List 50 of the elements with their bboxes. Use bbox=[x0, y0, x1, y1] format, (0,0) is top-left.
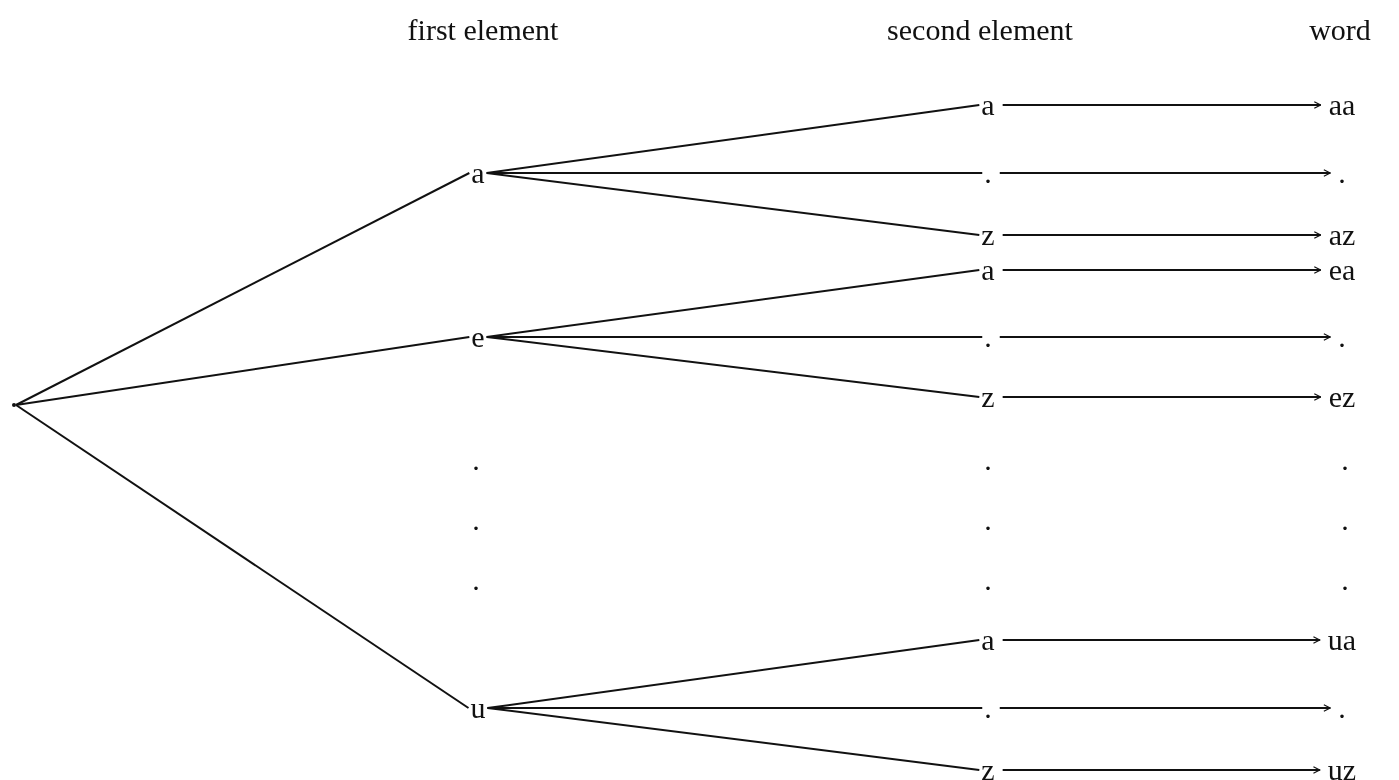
node-label: z bbox=[979, 382, 997, 412]
column-heading: word bbox=[1308, 15, 1372, 45]
arrow bbox=[1001, 101, 1322, 109]
node-label: ea bbox=[1326, 255, 1358, 285]
node-label: . bbox=[982, 158, 994, 188]
column-heading: first element bbox=[406, 15, 560, 45]
arrow bbox=[1001, 636, 1321, 644]
arrow bbox=[1001, 766, 1321, 774]
node-label: . bbox=[982, 693, 994, 723]
tree-branch bbox=[15, 172, 471, 406]
root-point bbox=[12, 403, 16, 407]
ellipsis-dot: . bbox=[471, 505, 481, 535]
arrow bbox=[998, 704, 1332, 712]
node-label: e bbox=[469, 322, 487, 352]
node-label: uz bbox=[1325, 755, 1359, 780]
node-label: aa bbox=[1326, 90, 1358, 120]
ellipsis-dot: . bbox=[471, 565, 481, 595]
node-label: . bbox=[1336, 158, 1348, 188]
tree-branch bbox=[485, 336, 981, 398]
node-label: z bbox=[979, 755, 997, 780]
ellipsis-dot: . bbox=[471, 445, 481, 475]
node-label: u bbox=[468, 693, 488, 723]
ellipsis-dot: . bbox=[983, 445, 993, 475]
node-label: a bbox=[979, 625, 997, 655]
node-label: z bbox=[979, 220, 997, 250]
arrow bbox=[998, 169, 1332, 177]
tree-branch bbox=[15, 336, 471, 406]
arrow bbox=[998, 333, 1332, 341]
node-label: . bbox=[1336, 693, 1348, 723]
tree-branch bbox=[486, 639, 981, 709]
node-label: a bbox=[979, 255, 997, 285]
node-label: ua bbox=[1325, 625, 1359, 655]
arrow bbox=[1001, 393, 1322, 401]
node-label: . bbox=[982, 322, 994, 352]
tree-branch bbox=[486, 707, 981, 771]
arrow bbox=[1001, 266, 1322, 274]
tree-branch bbox=[15, 404, 470, 709]
node-label: . bbox=[1336, 322, 1348, 352]
node-label: az bbox=[1326, 220, 1358, 250]
node-label: a bbox=[469, 158, 487, 188]
ellipsis-dot: . bbox=[1340, 445, 1350, 475]
node-label: a bbox=[979, 90, 997, 120]
tree-branch bbox=[485, 172, 981, 236]
ellipsis-dot: . bbox=[983, 505, 993, 535]
ellipsis-dot: . bbox=[1340, 505, 1350, 535]
ellipsis-dot: . bbox=[1340, 565, 1350, 595]
arrow bbox=[1001, 231, 1322, 239]
ellipsis-dot: . bbox=[983, 565, 993, 595]
node-label: ez bbox=[1326, 382, 1358, 412]
column-heading: second element bbox=[886, 15, 1074, 45]
